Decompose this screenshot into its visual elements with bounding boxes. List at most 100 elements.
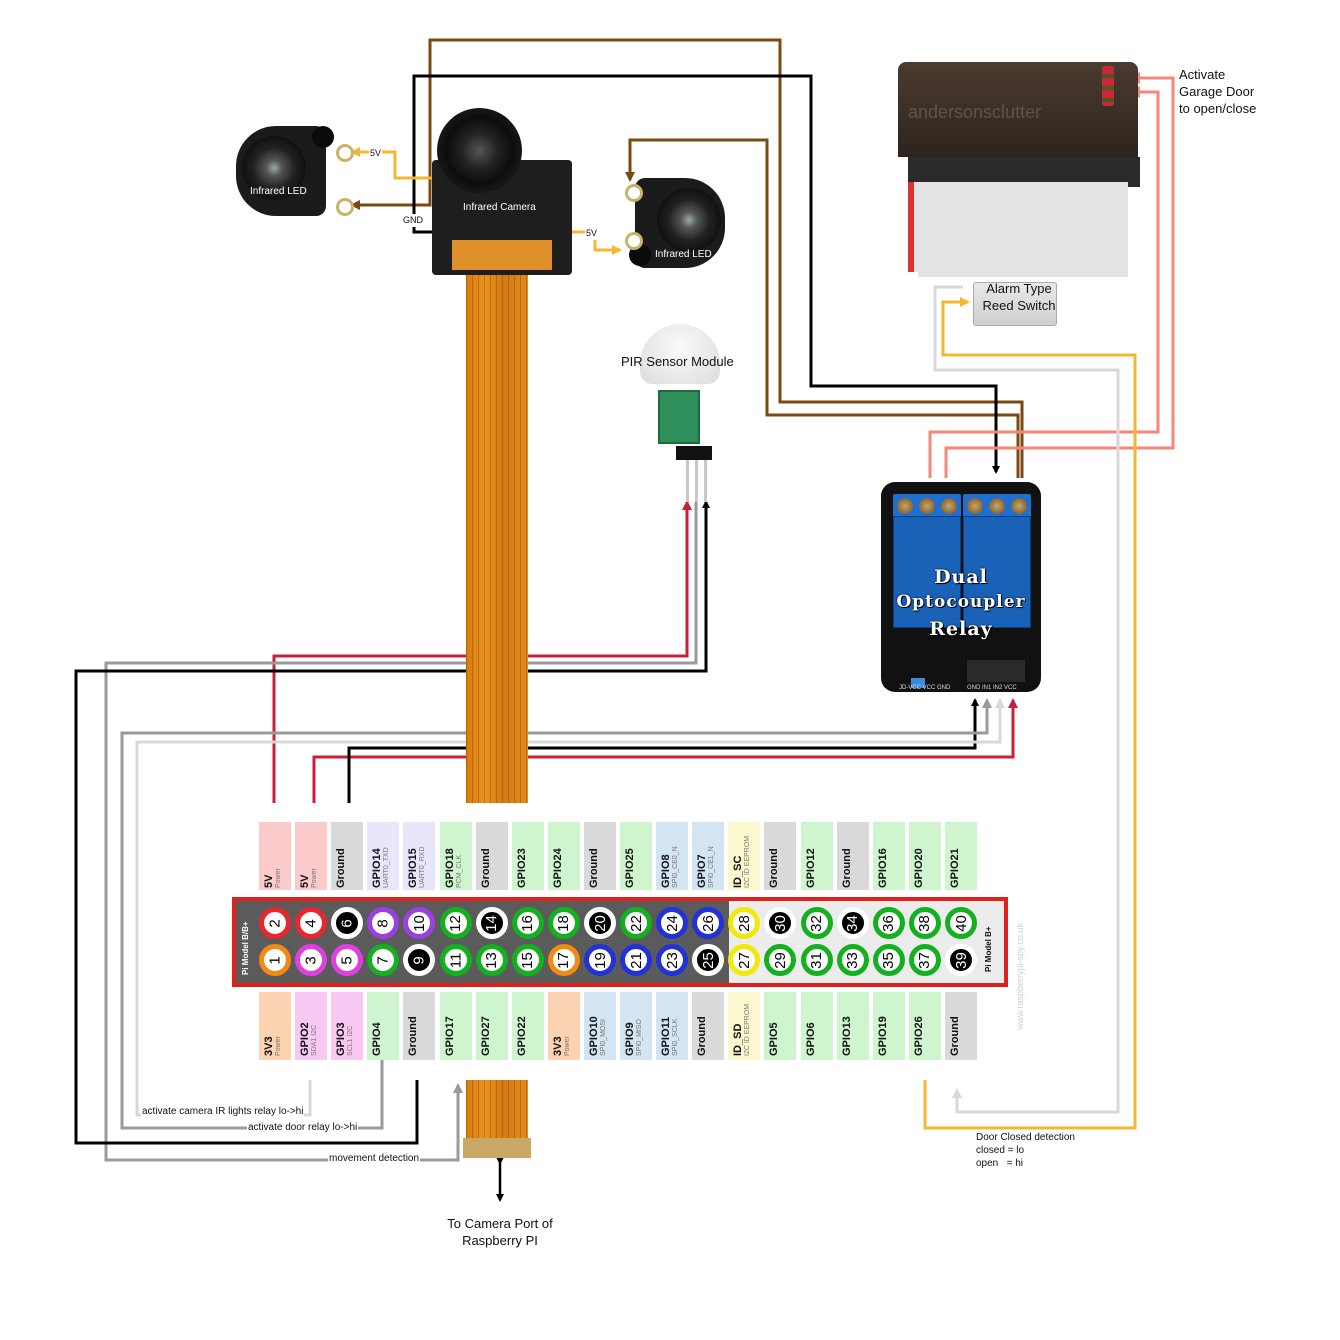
gpio-pin-6[interactable]: 6 (331, 907, 364, 939)
gpio-pin-number: 28 (735, 914, 753, 932)
gpio-pin-number: 5 (338, 955, 356, 965)
gpio-pin-19[interactable]: 19 (583, 944, 616, 976)
gpio-pin-number: 7 (374, 955, 392, 965)
reed-switch (973, 282, 1057, 326)
screw (919, 498, 935, 514)
gpio-pin-21[interactable]: 21 (620, 944, 652, 976)
gpio-pin-30[interactable]: 30 (764, 907, 797, 939)
gpio-pin-number: 16 (519, 914, 537, 932)
wire-black-gnd (412, 74, 1000, 474)
gpio-pin-9[interactable]: 9 (403, 944, 436, 976)
gpio-pin-name: Ground (696, 1016, 709, 1056)
gpio-pin-25[interactable]: 25 (692, 944, 725, 976)
gpio-pin-23[interactable]: 23 (656, 944, 689, 976)
gpio-pin-35[interactable]: 35 (872, 944, 905, 976)
gpio-pin-name: GPIO22 (515, 1016, 528, 1056)
gpio-pin-38[interactable]: 38 (908, 907, 941, 939)
gpio-pin-16[interactable]: 16 (511, 907, 544, 939)
wire-salmon-2 (944, 72, 1175, 478)
gpio-pin-4[interactable]: 4 (295, 907, 328, 939)
relay-terminal-k2 (963, 494, 1031, 520)
gpio-pin-1[interactable]: 1 (259, 944, 291, 976)
gpio-pin-22[interactable]: 22 (620, 907, 652, 939)
gpio-pin-function: I2C ID EEPROM (744, 835, 752, 888)
gpio-pin-function: Power (275, 868, 282, 888)
gpio-pin-15[interactable]: 15 (511, 944, 544, 976)
gpio-pin-name: Ground (335, 848, 348, 888)
gpio-pin-name: Ground (840, 848, 853, 888)
gpio-pin-number: 10 (410, 914, 428, 932)
gpio-pin-37[interactable]: 37 (908, 944, 941, 976)
gpio-pin-32[interactable]: 32 (800, 907, 833, 939)
gpio-pin-24[interactable]: 24 (656, 907, 689, 939)
gpio-pin-number: 31 (808, 951, 825, 969)
gpio-pin-17[interactable]: 17 (547, 944, 580, 976)
gpio-pin-name: GPIO17 (443, 1016, 456, 1056)
opener-side-label (908, 182, 934, 272)
gpio-pin-18[interactable]: 18 (547, 907, 580, 939)
gpio-label-pin-37: GPIO26 (908, 992, 941, 1060)
pir-dome (640, 324, 720, 384)
gpio-label-pin-13: GPIO27 (475, 992, 508, 1060)
gpio-pin-2[interactable]: 2 (259, 907, 291, 939)
gpio-pin-20[interactable]: 20 (583, 907, 616, 939)
gpio-pin-10[interactable]: 10 (403, 907, 436, 939)
gpio-pin-name: GPIO5 (768, 1022, 781, 1056)
gpio-pin-29[interactable]: 29 (764, 944, 797, 976)
mount-hole (625, 184, 643, 202)
gpio-pin-3[interactable]: 3 (295, 944, 328, 976)
gpio-pin-name: Ground (479, 848, 492, 888)
screw (941, 498, 957, 514)
gpio-pin-14[interactable]: 14 (475, 907, 508, 939)
gpio-pin-name: GPIO27 (479, 1016, 492, 1056)
wire-lightgray-reed (933, 285, 1120, 1114)
gpio-pin-8[interactable]: 8 (367, 907, 400, 939)
gpio-pin-34[interactable]: 34 (836, 907, 869, 939)
wire-salmon-1 (928, 86, 1160, 478)
gpio-pin-28[interactable]: 28 (728, 907, 761, 939)
led-lens (657, 188, 721, 252)
gpio-pin-number: 18 (555, 914, 573, 932)
gpio-pin-number: 13 (483, 951, 501, 969)
gpio-pin-27[interactable]: 27 (728, 944, 761, 976)
camera-port-label-line: To Camera Port of (447, 1216, 553, 1231)
ribbon-connector (463, 1138, 531, 1158)
gpio-pin-number: 25 (699, 951, 717, 969)
gpio-label-pin-9: Ground (403, 992, 436, 1060)
gpio-label-pin-32: GPIO12 (800, 822, 833, 890)
gpio-pin-40[interactable]: 40 (944, 907, 977, 939)
gpio-pin-31[interactable]: 31 (800, 944, 833, 976)
infrared-led-left (236, 126, 354, 216)
gpio-pin-12[interactable]: 12 (439, 907, 472, 939)
gpio-pin-11[interactable]: 11 (439, 944, 472, 976)
pir-pin (704, 460, 707, 502)
gpio-pin-39[interactable]: 39 (944, 944, 977, 976)
pir-pin (686, 460, 689, 502)
gpio-pin-7[interactable]: 7 (367, 944, 400, 976)
gpio-pin-13[interactable]: 13 (475, 944, 508, 976)
gpio-pin-name: GPIO15 (407, 848, 420, 888)
gpio-pin-name: GPIO12 (804, 848, 817, 888)
gpio-pin-number: 1 (266, 955, 284, 965)
opener-watermark: andersonsclutter (908, 102, 1042, 122)
garage-door-label-line: to open/close (1179, 101, 1257, 116)
camera-port-label-line: Raspberry PI (462, 1233, 538, 1248)
gpio-pin-5[interactable]: 5 (331, 944, 364, 976)
label-gnd: GND (402, 214, 424, 227)
gpio-label-pin-22: GPIO25 (620, 822, 652, 890)
infrared-camera-label: Infrared Camera (463, 202, 536, 213)
gpio-pin-33[interactable]: 33 (836, 944, 869, 976)
relay-title-line: Dual (934, 566, 988, 588)
gpio-pin-26[interactable]: 26 (692, 907, 725, 939)
gpio-pin-36[interactable]: 36 (872, 907, 905, 939)
gpio-label-pin-30: Ground (764, 822, 797, 890)
note-line: closed = lo (976, 1145, 1025, 1156)
gpio-pin-name: GPIO23 (515, 848, 528, 888)
gpio-pin-name: 3V3 (263, 1036, 275, 1056)
